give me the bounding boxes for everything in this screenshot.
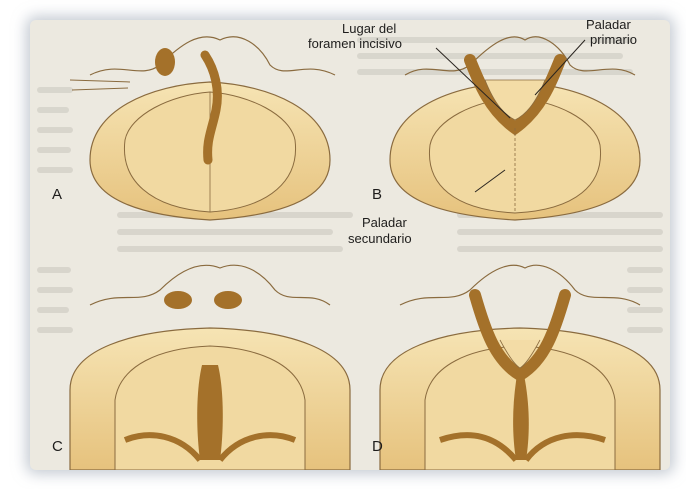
label-primary-palate-2: primario xyxy=(590,33,637,47)
label-secondary-palate-1: Paladar xyxy=(362,216,407,230)
panel-letter-c: C xyxy=(52,438,63,455)
panel-b-drawing xyxy=(390,37,640,220)
textbook-photo: A B C D Lugar del foramen incisivo Palad… xyxy=(30,20,670,470)
label-primary-palate-1: Paladar xyxy=(586,20,631,32)
panel-d-drawing xyxy=(380,265,660,470)
panel-letter-b: B xyxy=(372,186,382,203)
panel-letter-d: D xyxy=(372,438,383,455)
label-incisive-foramen-1: Lugar del xyxy=(342,22,396,36)
panel-c-drawing xyxy=(70,265,350,470)
label-secondary-palate-2: secundario xyxy=(348,232,412,246)
label-incisive-foramen-2: foramen incisivo xyxy=(308,37,402,51)
panel-letter-a: A xyxy=(52,186,62,203)
